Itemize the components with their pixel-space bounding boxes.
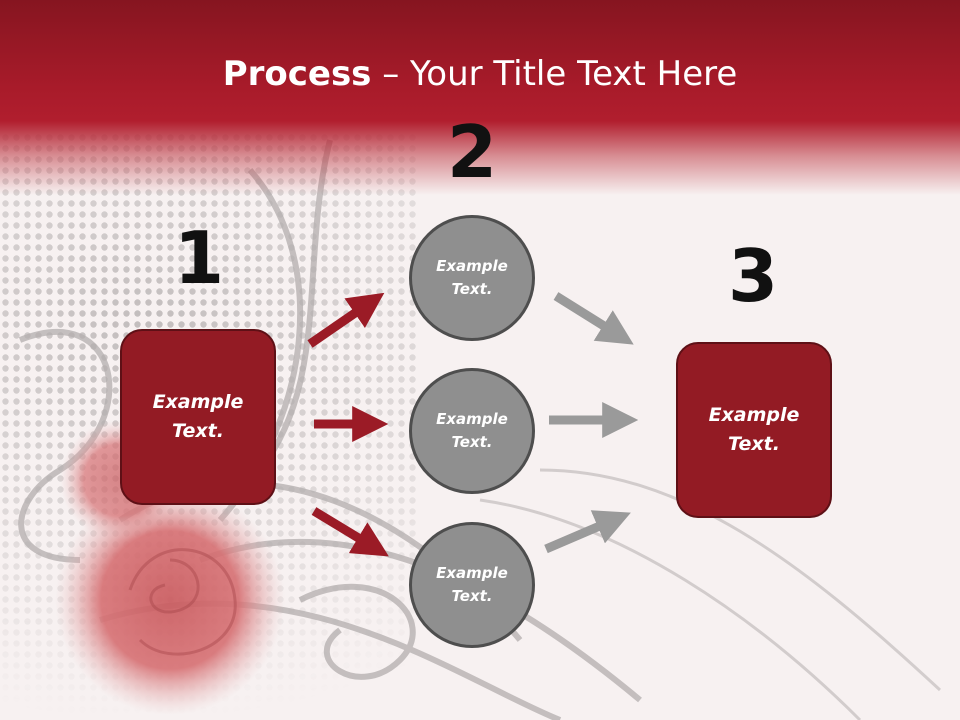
circle-top-text: Example Text. <box>436 257 508 298</box>
circle-top[interactable]: Example Text. <box>409 215 535 341</box>
title-rest: – Your Title Text Here <box>371 54 738 94</box>
right-box[interactable]: Example Text. <box>676 342 832 518</box>
left-box-text: Example Text. <box>152 391 244 442</box>
left-box[interactable]: Example Text. <box>120 329 276 505</box>
right-box-text: Example Text. <box>708 404 800 455</box>
slide-title: Process – Your Title Text Here <box>0 52 960 96</box>
circle-middle-text: Example Text. <box>436 410 508 451</box>
circle-bottom-text: Example Text. <box>436 564 508 605</box>
title-banner <box>0 0 960 195</box>
circle-bottom[interactable]: Example Text. <box>409 522 535 648</box>
step-number-2: 2 <box>446 110 498 194</box>
circle-middle[interactable]: Example Text. <box>409 368 535 494</box>
title-bold: Process <box>222 54 372 94</box>
step-number-3: 3 <box>727 234 779 318</box>
step-number-1: 1 <box>173 216 225 300</box>
